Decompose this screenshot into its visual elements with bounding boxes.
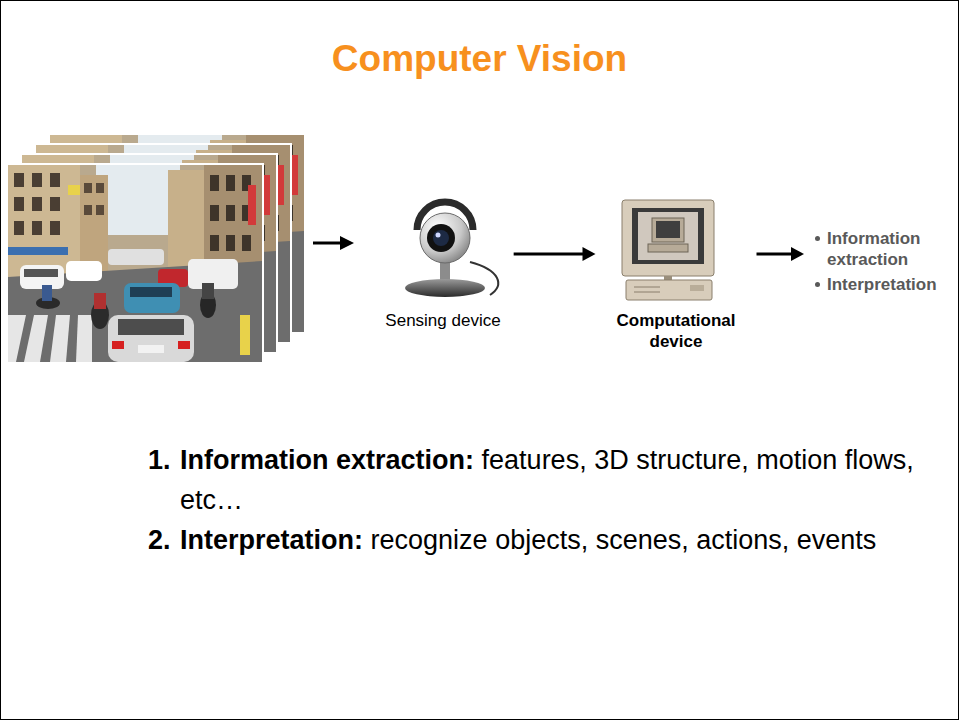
arrow-shaft <box>757 253 793 256</box>
arrow-shaft <box>313 242 342 245</box>
photo-frame <box>8 165 262 362</box>
image-stack <box>6 133 306 364</box>
arrow-head <box>583 247 596 261</box>
item-number: 1. <box>148 440 180 480</box>
connector-arrow <box>514 247 596 261</box>
webcam-head <box>420 213 470 263</box>
arrow-shaft <box>514 253 584 256</box>
arrow-head <box>340 236 354 250</box>
arrow-head <box>791 247 804 261</box>
item-heading: Interpretation: <box>180 525 363 555</box>
webcam-icon <box>405 202 498 297</box>
bullet-item: Information extraction <box>812 228 954 271</box>
list-item: 1.Information extraction:features, 3D st… <box>148 440 943 520</box>
monitor-neck <box>664 276 672 280</box>
drive-slot <box>634 292 660 293</box>
icon-caption: Sensing device <box>380 310 505 331</box>
nested-base <box>648 244 688 252</box>
list-item: 2.Interpretation: recognize objects, scen… <box>148 520 943 560</box>
frame-border <box>6 163 264 364</box>
lens-glint <box>436 233 441 238</box>
bullet-dot <box>815 236 820 241</box>
numbered-list: 1.Information extraction:features, 3D st… <box>148 440 943 560</box>
webcam-lens <box>427 224 455 252</box>
monitor-body <box>622 200 714 276</box>
webcam-lens-inner <box>433 230 449 246</box>
icon-caption: Computational device <box>609 310 744 353</box>
input-arrow <box>313 236 354 250</box>
case-button <box>690 285 704 291</box>
item-description: recognize objects, scenes, actions, even… <box>371 525 877 555</box>
nested-screen <box>656 221 680 238</box>
icon-caption-node: Computational device <box>604 198 749 353</box>
bullet-text: Information extraction <box>827 229 921 269</box>
drive-slot <box>634 287 660 288</box>
item-number: 2. <box>148 520 180 560</box>
connector-arrow <box>757 247 805 261</box>
computer-case <box>626 280 712 300</box>
screen-image <box>638 212 698 260</box>
monitor-screen <box>632 208 704 264</box>
slide-title: Computer Vision <box>0 36 959 82</box>
item-heading: Information extraction: <box>180 445 474 475</box>
icon-caption-node: Sensing device <box>380 198 505 331</box>
bullet-list-node: Information extractionInterpretation <box>812 228 954 298</box>
nested-monitor <box>652 218 684 242</box>
bullet-item: Interpretation <box>812 274 954 295</box>
webcam-base <box>405 279 485 297</box>
bullet-text: Interpretation <box>827 275 937 294</box>
computer-icon <box>622 200 714 300</box>
bullet-dot <box>815 282 820 287</box>
